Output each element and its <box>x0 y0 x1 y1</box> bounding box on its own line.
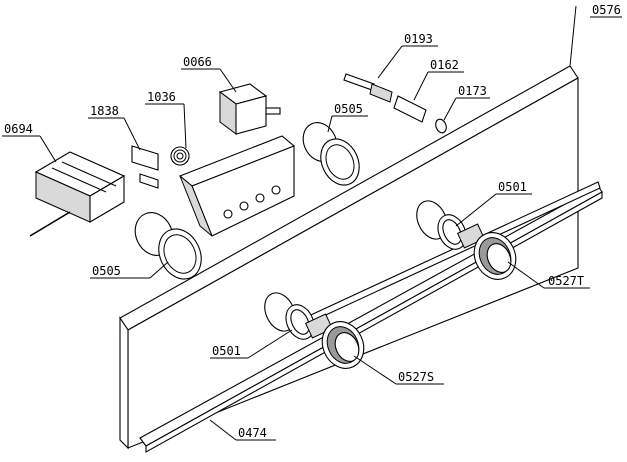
collar-bottom <box>134 212 202 280</box>
label-1036: 1036 <box>147 90 176 104</box>
label-0576: 0576 <box>592 3 621 17</box>
label-1838: 1838 <box>90 104 119 118</box>
lamp-parts <box>343 73 447 134</box>
selector-switch <box>29 151 126 237</box>
label-0474: 0474 <box>238 426 267 440</box>
callout-leaders <box>2 16 622 441</box>
label-0193: 0193 <box>404 32 433 46</box>
control-panel <box>119 5 579 450</box>
label-0505-left: 0505 <box>92 264 121 278</box>
label-0162: 0162 <box>430 58 459 72</box>
label-0527T: 0527T <box>548 274 584 288</box>
label-0527S: 0527S <box>398 370 434 384</box>
label-0694: 0694 <box>4 122 33 136</box>
part-labels: 0576 0193 0162 0173 0066 1036 1838 0505 … <box>4 3 621 440</box>
label-0173: 0173 <box>458 84 487 98</box>
bracket <box>131 145 159 189</box>
label-0501-right: 0501 <box>498 180 527 194</box>
thermostat <box>218 83 281 135</box>
label-0066: 0066 <box>183 55 212 69</box>
left-knob-group <box>264 292 365 369</box>
spring <box>170 146 190 166</box>
label-0505-top: 0505 <box>334 102 363 116</box>
control-module <box>178 135 296 237</box>
label-0501-left: 0501 <box>212 344 241 358</box>
collar-top <box>302 122 360 186</box>
